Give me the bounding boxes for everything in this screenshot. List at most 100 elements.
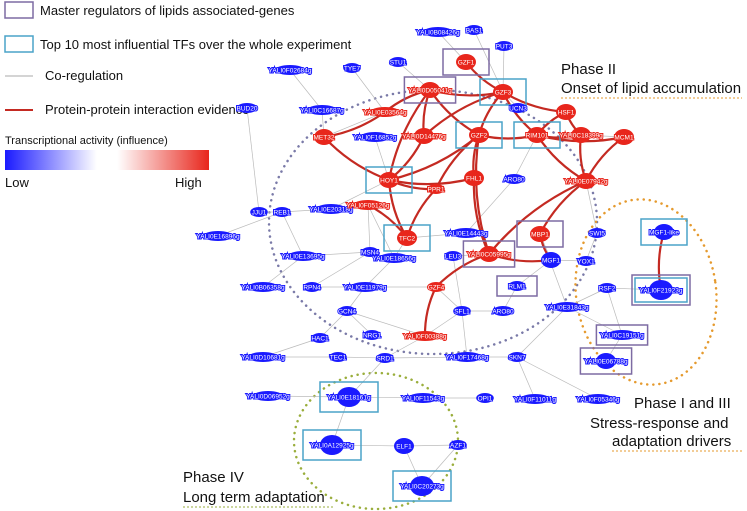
node-label: REB1 <box>274 209 291 216</box>
node-circle <box>410 331 440 341</box>
node-circle <box>307 105 337 115</box>
node-label: YALI0F05346g <box>577 396 620 403</box>
node-label: RPN4 <box>303 284 321 291</box>
phase-iv-subtitle: Long term adaptation <box>183 489 325 506</box>
node-yali0e13695g: YALI0E13695g <box>280 251 326 261</box>
node-label: BAS1 <box>466 27 483 34</box>
node-circle <box>273 207 291 217</box>
top-tf-box <box>302 429 362 461</box>
coregulation-edge <box>367 204 371 253</box>
node-circle <box>427 184 445 194</box>
node-label: SWI5 <box>589 230 605 237</box>
colorbar-high: High <box>175 175 202 190</box>
node-circle <box>379 172 399 188</box>
node-label: SFL1 <box>454 308 470 315</box>
top-tf-box <box>365 166 413 194</box>
legend-ppi-label: Protein-protein interaction evidence <box>45 102 250 117</box>
coregulation-edge <box>516 356 599 400</box>
node-circle <box>248 352 278 362</box>
node-yali0d10681g: YALI0D10681g <box>240 352 286 362</box>
coregulation-edge <box>323 111 386 138</box>
node-circle <box>493 84 513 100</box>
node-circle <box>423 27 453 37</box>
node-gzf2: GZF2 <box>469 127 489 143</box>
ppi-edge <box>388 176 475 186</box>
phase-ii-subtitle: Onset of lipid accumulation <box>561 80 741 97</box>
node-circle <box>420 82 440 98</box>
node-circle <box>337 387 361 407</box>
node-label: GZF1 <box>458 59 475 66</box>
node-label: AZF1 <box>450 442 466 449</box>
node-label: YALI0E13695g <box>281 253 325 260</box>
node-circle <box>360 132 390 142</box>
node-yali0e11979g: YALI0E11979g <box>343 282 388 292</box>
top-tf-box <box>640 218 688 246</box>
node-label: NRG1 <box>363 332 381 339</box>
node-label: YALI0D05041g <box>408 87 452 94</box>
node-circle <box>449 440 467 450</box>
node-circle <box>577 256 595 266</box>
phase-i-iii-line2: Stress-response and <box>590 415 728 432</box>
node-circle <box>571 127 591 143</box>
node-circle <box>541 252 561 268</box>
node-hsf1: HSF1 <box>556 104 576 120</box>
node-yali0f05126g: YALI0F05126g <box>346 200 391 210</box>
node-circle <box>503 174 525 184</box>
colorbar-title: Transcriptional activity (influence) <box>5 135 168 147</box>
node-label: MSN4 <box>361 249 379 256</box>
node-circle <box>654 224 674 240</box>
master-regulator-box <box>496 275 538 297</box>
node-circle <box>275 65 305 75</box>
node-fhl1: FHL1 <box>464 170 484 186</box>
node-label: MET32 <box>314 134 335 141</box>
node-yali0e18161g: YALI0E18161g <box>326 387 372 407</box>
master-regulator-box <box>462 240 516 268</box>
ppi-edge <box>585 136 625 182</box>
node-circle <box>576 173 596 189</box>
coregulation-edge <box>289 69 323 111</box>
node-label: JJU1 <box>252 209 267 216</box>
top-tf-box <box>383 224 431 252</box>
node-circle <box>314 129 334 145</box>
node-circle <box>520 394 550 404</box>
node-circle <box>527 127 547 143</box>
node-mcm1: MCM1 <box>613 129 635 145</box>
node-circle <box>311 333 329 343</box>
node-label: YALI0E31843g <box>545 304 589 311</box>
node-label: YALI0C16687g <box>300 107 344 114</box>
node-label: YALI0B06358g <box>241 284 285 291</box>
node-circle <box>444 251 462 261</box>
node-label: GZF4 <box>428 284 445 291</box>
node-circle <box>303 282 321 292</box>
node-aro80: ARO80 <box>491 306 515 316</box>
node-label: YALI0C20273g <box>400 483 444 490</box>
coregulation-edge <box>566 306 623 336</box>
node-label: YALI0F16852g <box>354 134 397 141</box>
node-circle <box>465 25 483 35</box>
node-jju1: JJU1 <box>250 207 268 217</box>
node-yali0f17468g: YALI0F17468g <box>445 352 490 362</box>
node-label: GCN4 <box>338 308 356 315</box>
phase-iv-title: Phase IV <box>183 469 244 486</box>
node-circle <box>451 228 481 238</box>
node-swi5: SWI5 <box>588 228 606 238</box>
coregulation-edge <box>452 255 463 312</box>
node-label: MGF1 <box>542 257 560 264</box>
ppi-edge <box>323 136 390 182</box>
node-label: PPR1 <box>428 186 445 193</box>
node-label: YALI0E14443g <box>444 230 488 237</box>
node-rlm1: RLM1 <box>507 281 527 291</box>
node-label: TYE7 <box>344 65 361 72</box>
node-label: YALI0F11543g <box>402 395 445 402</box>
ppi-edge <box>488 179 587 255</box>
legend-master-swatch <box>4 1 34 19</box>
top-tf-box <box>513 121 561 149</box>
legend-coreg-label: Co-regulation <box>45 68 123 83</box>
coregulation-edge <box>465 178 515 234</box>
coregulation-edge <box>367 204 395 259</box>
node-label: RLM1 <box>508 283 526 290</box>
node-label: YALI0E18656g <box>372 255 416 262</box>
node-mbp1: MBP1 <box>530 226 550 242</box>
top-tf-box <box>455 121 503 149</box>
node-label: YALI0F00388g <box>404 333 447 340</box>
